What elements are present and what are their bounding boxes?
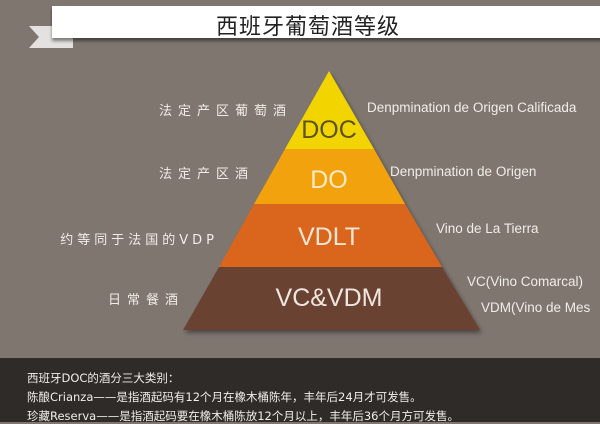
tier-label-doc: DOC bbox=[301, 116, 357, 144]
pyramid-tier-vc-vdm bbox=[183, 267, 480, 330]
pyramid bbox=[183, 71, 480, 330]
right-label-do: Denpmination de Origen bbox=[390, 164, 537, 179]
right-label-doc: Denpmination de Origen Calificada bbox=[367, 100, 577, 115]
page-title: 西班牙葡萄酒等级 bbox=[215, 15, 400, 40]
notes-heading: 西班牙DOC的酒分三大类别： bbox=[27, 371, 180, 385]
left-label-vdlt: 约等同于法国的VDP bbox=[60, 233, 218, 248]
tier-label-do: DO bbox=[310, 166, 348, 194]
notes-panel: 西班牙DOC的酒分三大类别： 陈酿Crianza——是指酒起码有12个月在橡木桶… bbox=[0, 358, 600, 423]
right-label-vdm: VDM(Vino de Mes bbox=[481, 300, 591, 315]
right-label-vdlt: Vino de La Tierra bbox=[436, 221, 539, 236]
notes-line-reserva: 珍藏Reserva——是指酒起码要在橡木桶陈放12个月以上，丰年后36个月方可发… bbox=[27, 409, 459, 423]
pyramid-tier-doc bbox=[285, 71, 374, 149]
pyramid-tier-do bbox=[254, 149, 405, 204]
left-label-doc: 法定产区葡萄酒 bbox=[158, 104, 292, 119]
tier-label-vc-vdm: VC&VDM bbox=[275, 284, 383, 312]
pyramid-tier-vdlt bbox=[219, 204, 442, 267]
right-label-vc: VC(Vino Comarcal) bbox=[467, 274, 584, 289]
title-banner: 西班牙葡萄酒等级 bbox=[52, 6, 600, 40]
notes-line-crianza: 陈酿Crianza——是指酒起码有12个月在橡木桶陈年，丰年后24月才可发售。 bbox=[27, 390, 422, 404]
left-label-vc-vdm: 日常餐酒 bbox=[107, 293, 184, 308]
left-label-do: 法定产区酒 bbox=[158, 167, 254, 182]
tier-label-vdlt: VDLT bbox=[297, 223, 361, 251]
